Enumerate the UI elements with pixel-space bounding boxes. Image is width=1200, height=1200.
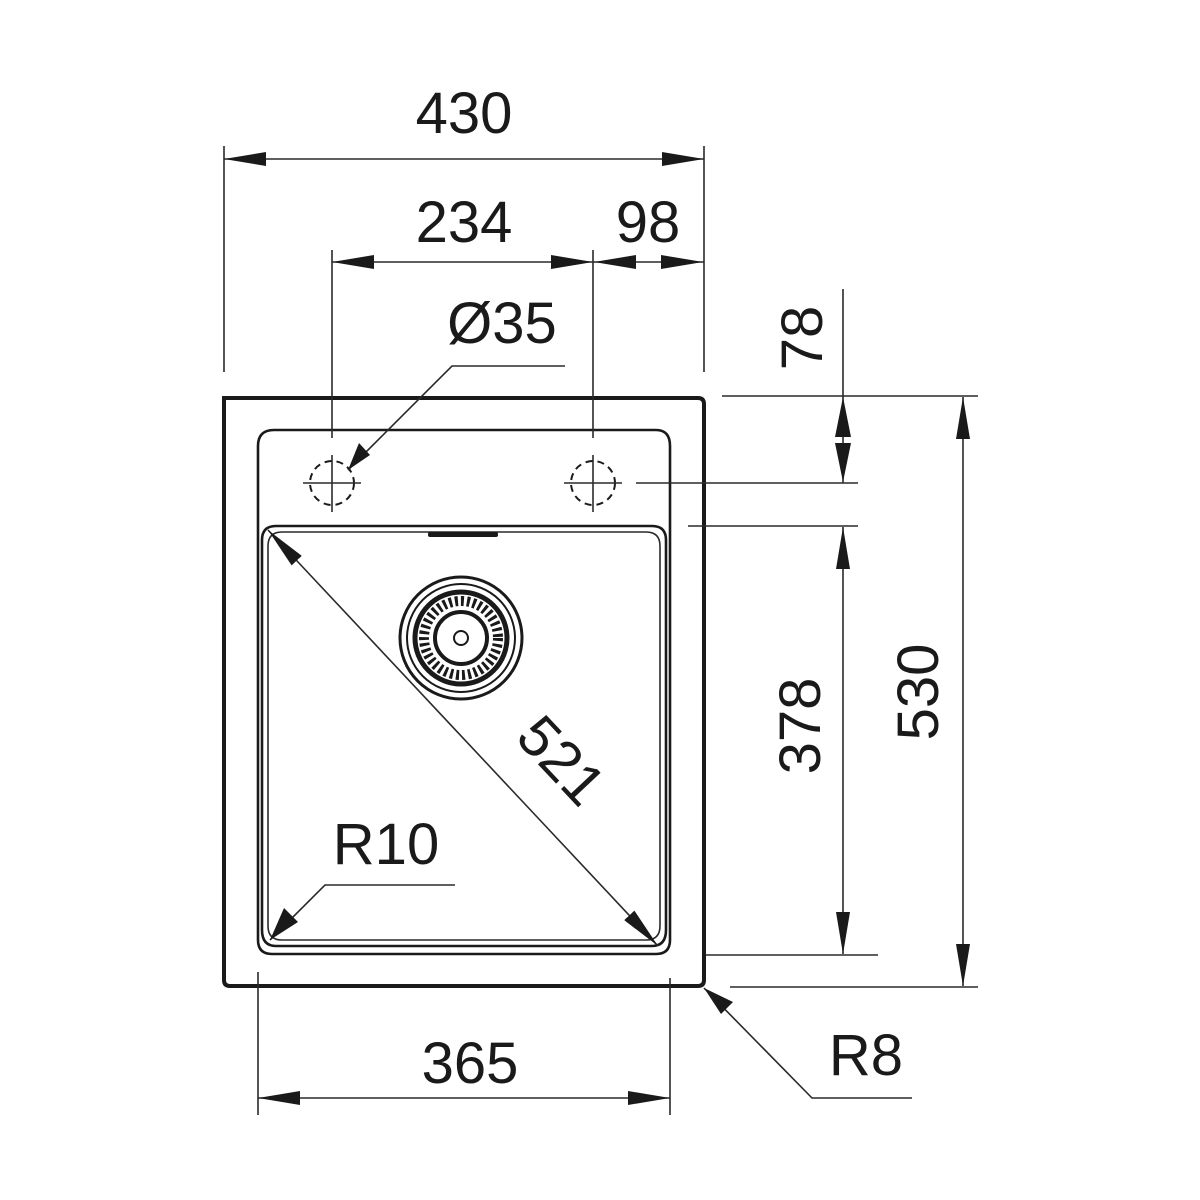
dim-outer-corner-radius: R8	[703, 987, 912, 1099]
dim-overall-depth: 530	[886, 397, 970, 986]
dim-bowl-width: 365	[258, 1031, 670, 1105]
dim-tap-hole-from-top-label: 78	[770, 306, 835, 371]
dim-overall-width: 430	[224, 81, 704, 166]
dim-overall-depth-label: 530	[886, 644, 951, 741]
extension-lines	[223, 146, 978, 1115]
dim-bowl-depth: 378	[768, 527, 850, 954]
dim-outer-corner-radius-label: R8	[829, 1023, 903, 1088]
drain-strainer	[398, 575, 524, 701]
dim-tap-hole-to-edge-label: 98	[616, 190, 681, 255]
dim-bowl-corner-radius-label: R10	[333, 812, 439, 877]
dim-bowl-width-label: 365	[422, 1031, 519, 1096]
tap-hole-right	[564, 455, 622, 512]
dim-bowl-depth-label: 378	[768, 678, 833, 775]
dim-overall-width-label: 430	[416, 81, 513, 146]
dim-bowl-corner-radius: R10	[269, 812, 455, 941]
dim-tap-hole-spacing: 234	[332, 190, 593, 269]
dim-tap-hole-from-top: 78	[770, 289, 851, 483]
inner-rim	[256, 428, 672, 956]
dim-tap-hole-spacing-label: 234	[416, 190, 513, 255]
outer-frame	[222, 396, 706, 988]
overflow-slot	[428, 532, 498, 537]
dim-tap-hole-diameter-label: Ø35	[447, 291, 557, 356]
dim-tap-hole-diameter: Ø35	[347, 291, 565, 471]
dim-tap-hole-to-edge: 98	[593, 190, 704, 269]
tap-hole-left	[303, 455, 361, 512]
